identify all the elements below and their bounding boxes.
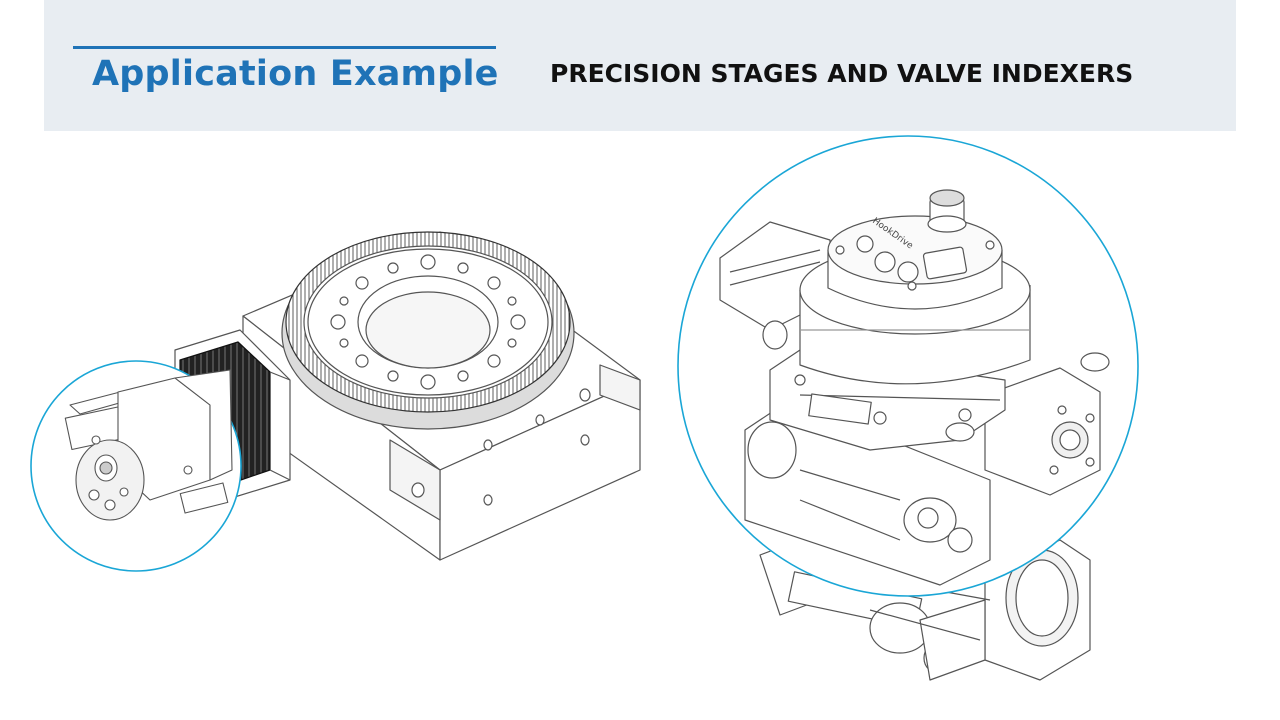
header-band xyxy=(44,0,1236,131)
stage-right-face xyxy=(439,379,641,561)
control-button xyxy=(874,251,896,273)
valve-assembly-drawing xyxy=(759,539,1091,681)
left-callout-detail xyxy=(30,360,242,572)
pneumatic-cylinder-right xyxy=(984,367,1101,496)
rotary-stage-drawing xyxy=(174,231,641,561)
control-button xyxy=(897,261,919,283)
right-callout-detail: HookDrive xyxy=(677,135,1139,597)
section-title: Application Example xyxy=(92,54,499,94)
control-button xyxy=(856,235,874,253)
status-display xyxy=(922,246,968,280)
slide-subtitle: PRECISION STAGES AND VALVE INDEXERS xyxy=(550,59,1134,88)
title-accent-line xyxy=(73,46,496,49)
graduated-dial xyxy=(281,231,575,430)
